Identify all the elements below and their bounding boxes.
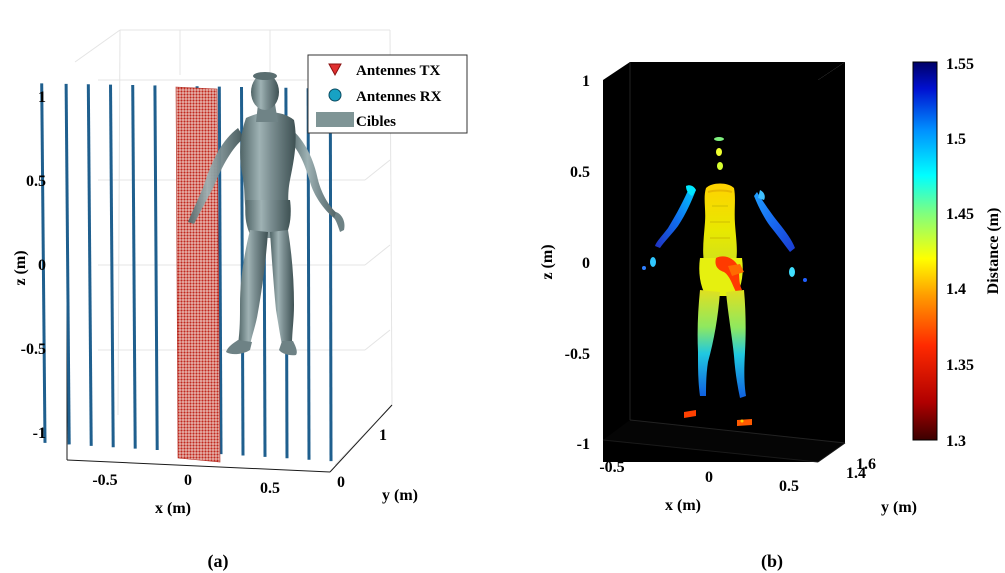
reconstructed-body [642,137,807,426]
colorbar-tick-label: 1.45 [946,206,974,223]
x-ticks-b: -0.5 0 0.5 [599,459,799,495]
rx-antenna-line [40,83,47,443]
legend-item-tx: Antennes TX [328,63,440,79]
y-ticks-b: 1.4 1.6 [846,456,876,482]
x-axis-label-b: x (m) [665,497,701,514]
legend-label-targets: Cibles [356,114,396,130]
z-tick-label: 0.5 [570,164,590,181]
z-axis-label-a: z (m) [12,250,29,285]
x-axis-label-a: x (m) [155,500,191,517]
x-tick-label: 0.5 [779,478,799,495]
x-ticks-a: -0.5 0 0.5 [92,472,280,497]
target-human-model [188,72,345,356]
x-tick-label: 0.5 [260,480,280,497]
x-tick-label: 0 [705,469,713,486]
caption-a: (a) [208,551,229,572]
caption-b: (b) [761,551,783,572]
circle-marker-icon [328,88,342,102]
colorbar-tick-label: 1.3 [946,433,966,450]
square-patch-icon [316,112,354,127]
rx-antenna-line [109,84,115,448]
legend-item-targets: Cibles [316,112,396,130]
z-ticks-a: 1 0.5 0 -0.5 -1 [21,89,46,442]
legend: Antennes TX Antennes RX Cibles [307,54,468,134]
panel-b: 1.55 1.5 1.45 1.4 1.35 1.3 Distance (m) … [539,56,1002,572]
y-tick-label: 1 [379,427,387,444]
triangle-down-icon [328,63,342,77]
colorbar-tick-label: 1.35 [946,357,974,374]
x-tick-label: -0.5 [92,472,117,489]
rx-antenna-line [217,86,223,455]
z-ticks-b: 1 0.5 0 -0.5 -1 [565,73,590,453]
legend-item-rx: Antennes RX [328,88,442,105]
z-tick-label: 1 [38,89,46,106]
colorbar [912,61,938,441]
colorbar-tick-label: 1.4 [946,281,966,298]
plot-box-side [818,62,845,462]
z-tick-label: 0 [582,255,590,272]
rx-antenna-line [328,88,333,462]
colorbar-label: Distance (m) [985,208,1002,295]
z-tick-label: -1 [33,425,46,442]
y-axis-line-a [329,404,393,473]
z-tick-label: 0.5 [26,173,46,190]
colorbar-tick-label: 1.5 [946,131,966,148]
legend-label-rx: Antennes RX [356,89,442,105]
z-tick-label: 0 [38,257,46,274]
x-axis-line-a [66,459,331,473]
z-tick-label: 1 [582,73,590,90]
rx-antenna-line [306,88,311,460]
y-tick-label: 1.6 [856,456,876,473]
plot-box-top [603,62,845,80]
rx-antenna-line [131,85,137,449]
plot-box-floor [603,420,845,462]
y-axis-label-a: y (m) [382,487,418,504]
colorbar-tick-label: 1.55 [946,56,974,73]
y-axis-label-b: y (m) [881,499,917,516]
z-tick-label: -1 [577,436,590,453]
rx-antenna-line [86,84,93,446]
tx-antenna-array [175,86,221,463]
panel-a: Antennes TX Antennes RX Cibles 1 0.5 0 -… [12,29,468,572]
z-axis-label-b: z (m) [539,244,556,279]
colorbar-ticks: 1.55 1.5 1.45 1.4 1.35 1.3 [946,56,974,450]
y-ticks-a: 0 1 [337,427,387,491]
x-tick-label: 0 [184,472,192,489]
y-tick-label: 1.4 [846,465,866,482]
z-tick-label: -0.5 [565,346,590,363]
z-tick-label: -0.5 [21,341,46,358]
y-tick-label: 0 [337,474,345,491]
rx-antenna-line [64,83,71,445]
x-tick-label: -0.5 [599,459,624,476]
legend-label-tx: Antennes TX [356,63,440,79]
rx-antenna-line [153,85,159,451]
